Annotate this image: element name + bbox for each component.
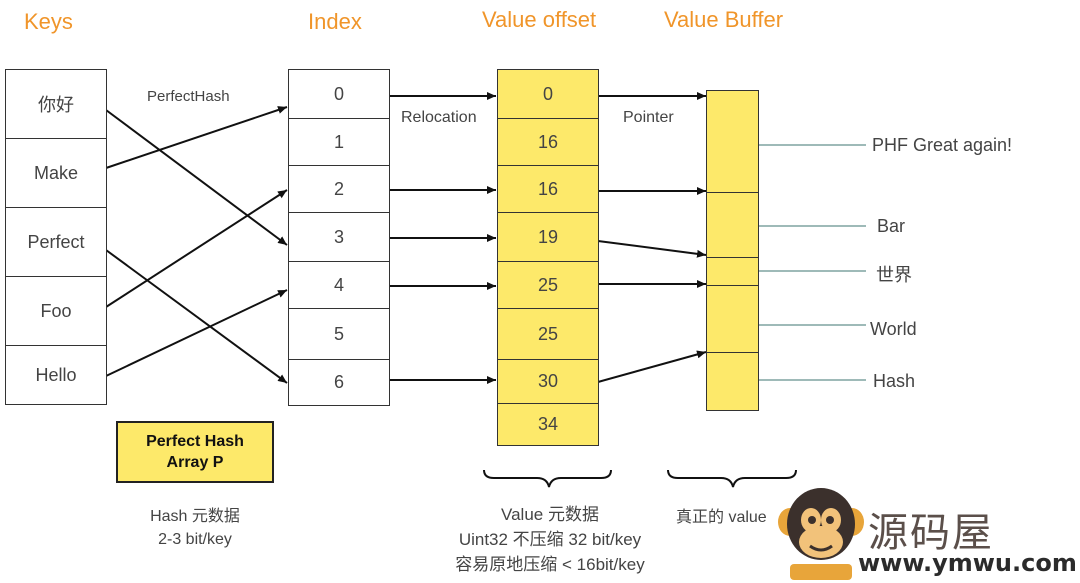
buffer-cell	[706, 352, 759, 411]
index-cell: 1	[288, 118, 390, 166]
value-label: 世界	[876, 265, 912, 285]
perfect-hash-array-line2: Array P	[166, 454, 224, 471]
key-cell: Perfect	[5, 207, 107, 277]
label-pointer: Pointer	[623, 109, 674, 126]
header-value-buffer: Value Buffer	[664, 7, 784, 32]
caption-value-meta-line: Value 元数据	[501, 505, 599, 524]
caption-value-meta: Value 元数据 Uint32 不压缩 32 bit/key 容易原地压缩 <…	[419, 502, 681, 577]
index-cell: 2	[288, 165, 390, 213]
perfect-hash-array-box: Perfect Hash Array P	[116, 421, 274, 483]
value-label: World	[870, 319, 917, 339]
buffer-cell	[706, 257, 759, 286]
key-cell: Foo	[5, 276, 107, 346]
header-value-offset: Value offset	[482, 7, 597, 32]
hash-arrow-perfect-to-6	[105, 249, 288, 384]
key-cell: Hello	[5, 345, 107, 405]
brace-value-offset	[483, 469, 612, 488]
hash-arrow-hello-to-4	[105, 289, 288, 377]
pointer-arrow-30	[597, 350, 707, 383]
key-cell: Make	[5, 138, 107, 208]
index-cell: 6	[288, 359, 390, 406]
index-cell: 4	[288, 261, 390, 309]
offset-cell: 16	[497, 165, 599, 213]
key-cell: 你好	[5, 69, 107, 139]
value-label: PHF Great again!	[872, 135, 1013, 155]
buffer-cell	[706, 285, 759, 353]
hash-arrow-make-to-0	[105, 106, 288, 169]
label-perfecthash: PerfectHash	[147, 88, 230, 105]
caption-real-value: 真正的 value	[676, 509, 767, 526]
value-label: Bar	[877, 216, 906, 236]
hash-arrow-nihao-to-3	[105, 109, 288, 246]
offset-cell: 19	[497, 212, 599, 262]
perfect-hash-array-line1: Perfect Hash	[146, 433, 244, 450]
brace-value-buffer	[667, 469, 797, 488]
offset-cell: 25	[497, 261, 599, 309]
watermark-url: www.ymwu.com	[858, 549, 1077, 577]
caption-value-meta-line: Uint32 不压缩 32 bit/key	[458, 530, 642, 549]
hash-arrow-foo-to-2	[105, 189, 288, 308]
offset-cell: 0	[497, 69, 599, 119]
header-index: Index	[308, 9, 362, 34]
index-cell: 3	[288, 212, 390, 262]
caption-value-meta-line: 容易原地压缩 < 16bit/key	[455, 555, 645, 574]
caption-hash-meta-line: 2-3 bit/key	[158, 531, 232, 548]
buffer-cell	[706, 90, 759, 193]
monkey-logo-icon	[778, 488, 864, 580]
offset-cell: 34	[497, 403, 599, 446]
pointer-arrow-19	[597, 240, 707, 258]
offset-cell: 30	[497, 359, 599, 404]
caption-hash-meta: Hash 元数据 2-3 bit/key	[125, 505, 265, 551]
caption-hash-meta-line: Hash 元数据	[150, 508, 240, 525]
index-cell: 5	[288, 308, 390, 360]
offset-cell: 16	[497, 118, 599, 166]
value-label: Hash	[873, 371, 916, 391]
watermark-text: 源码屋	[868, 510, 994, 556]
offset-cell: 25	[497, 308, 599, 360]
header-keys: Keys	[24, 9, 73, 34]
label-relocation: Relocation	[401, 109, 477, 126]
index-cell: 0	[288, 69, 390, 119]
buffer-cell	[706, 192, 759, 258]
